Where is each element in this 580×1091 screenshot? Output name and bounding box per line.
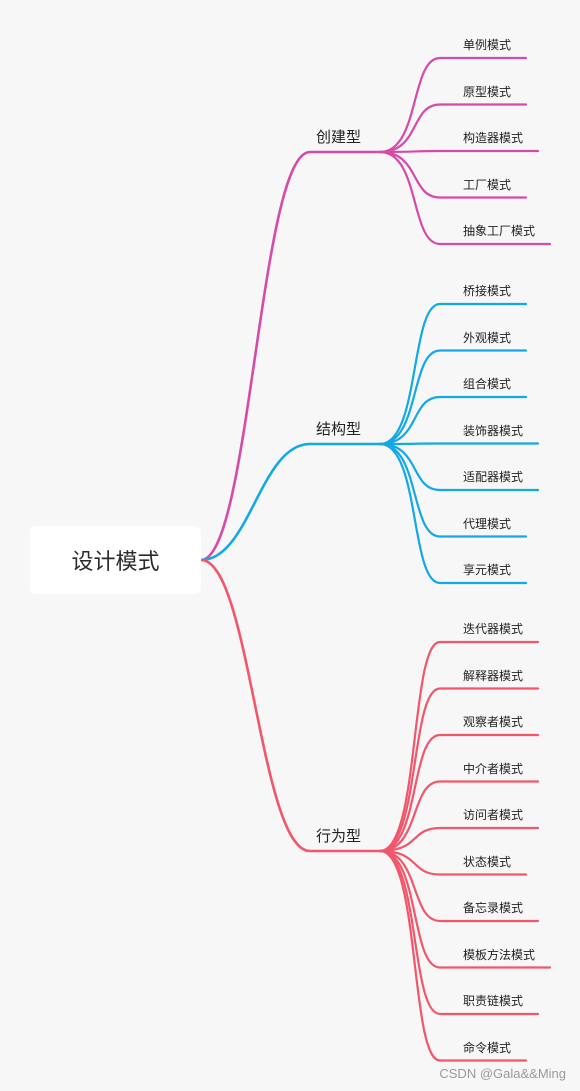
leaf-connector (378, 56, 528, 154)
leaf-label[interactable]: 工厂模式 (463, 177, 512, 192)
leaf-connector (378, 687, 540, 853)
leaf-connector (378, 442, 540, 492)
category-connector (199, 150, 382, 562)
leaf-label[interactable]: 命令模式 (463, 1040, 512, 1055)
leaf-connector (378, 849, 540, 1016)
leaf-label[interactable]: 观察者模式 (463, 715, 524, 729)
leaf-label[interactable]: 装饰器模式 (463, 423, 524, 438)
leaf-connector (378, 149, 540, 154)
leaf-connector (378, 849, 552, 969)
leaf-connector (378, 103, 528, 154)
leaf-connector (378, 780, 540, 853)
leaf-label[interactable]: 外观模式 (463, 330, 512, 345)
leaf-connector (378, 733, 540, 853)
root-label: 设计模式 (71, 550, 160, 575)
leaf-connector (378, 442, 528, 538)
leaf-connector (378, 302, 528, 446)
category-connector (199, 558, 382, 853)
leaf-label[interactable]: 中介者模式 (463, 761, 524, 776)
leaf-label[interactable]: 访问者模式 (463, 808, 524, 822)
leaf-label[interactable]: 原型模式 (463, 84, 512, 99)
leaf-label[interactable]: 桥接模式 (463, 284, 512, 298)
leaf-connector (378, 150, 552, 246)
leaf-connector (378, 849, 528, 1062)
leaf-connector (378, 849, 528, 876)
leaf-label[interactable]: 单例模式 (463, 38, 512, 52)
leaf-label[interactable]: 备忘录模式 (463, 901, 524, 915)
leaf-label[interactable]: 职责链模式 (463, 994, 524, 1008)
watermark: CSDN @Gala&&Ming (439, 1066, 566, 1081)
root-node[interactable]: 设计模式 (30, 526, 201, 594)
leaf-connector (378, 849, 540, 923)
leaf-connector (378, 395, 528, 446)
category-label[interactable]: 创建型 (316, 128, 362, 146)
leaf-label[interactable]: 迭代器模式 (463, 622, 524, 636)
leaf-label[interactable]: 代理模式 (463, 516, 512, 531)
category-label[interactable]: 行为型 (316, 827, 362, 845)
category-label[interactable]: 结构型 (316, 420, 362, 438)
leaf-connector (378, 640, 540, 853)
leaf-connector (378, 442, 540, 446)
leaf-label[interactable]: 享元模式 (463, 563, 512, 577)
leaf-label[interactable]: 抽象工厂模式 (463, 224, 536, 238)
leaf-label[interactable]: 解释器模式 (463, 668, 524, 683)
leaf-connector (378, 349, 528, 446)
leaf-connector (378, 442, 528, 585)
leaf-connector (378, 150, 528, 199)
leaf-connector (378, 826, 540, 853)
category-connector (199, 442, 382, 562)
leaf-label[interactable]: 构造器模式 (463, 131, 524, 145)
leaf-label[interactable]: 模板方法模式 (463, 947, 536, 962)
leaf-label[interactable]: 组合模式 (463, 377, 512, 391)
leaf-label[interactable]: 状态模式 (463, 854, 512, 869)
leaf-label[interactable]: 适配器模式 (463, 470, 524, 484)
